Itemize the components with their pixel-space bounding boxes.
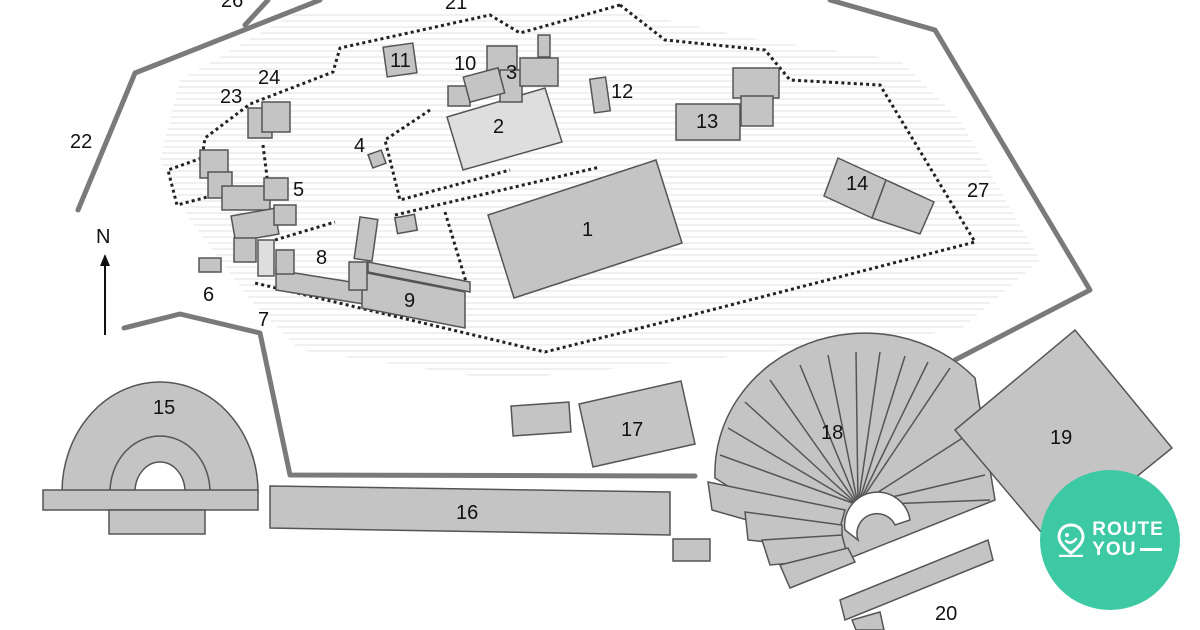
label-7: 7 — [258, 309, 269, 331]
label-21: 21 — [445, 0, 467, 14]
label-13: 13 — [696, 111, 718, 133]
label-16: 16 — [456, 502, 478, 524]
label-11: 11 — [390, 50, 411, 72]
building-15-odeon — [42, 381, 259, 535]
north-label: N — [96, 226, 110, 248]
routeyou-logo[interactable]: ROUTE YOU — [1040, 470, 1180, 610]
building-8 — [275, 249, 295, 275]
building-9 — [348, 213, 471, 329]
label-12: 12 — [611, 81, 633, 103]
label-20: 20 — [935, 603, 957, 625]
north-arrow — [100, 254, 110, 335]
label-27: 27 — [967, 180, 989, 202]
label-4: 4 — [354, 135, 365, 157]
building-1-parthenon — [487, 159, 683, 299]
logo-line-2: YOU — [1092, 539, 1137, 560]
building-4 — [367, 149, 387, 169]
map-pin-smile-icon — [1057, 523, 1085, 557]
building-17-annex — [510, 401, 572, 437]
label-1: 1 — [582, 219, 593, 241]
label-22: 22 — [70, 131, 92, 153]
label-6: 6 — [203, 284, 214, 306]
precinct-boundary — [166, 3, 978, 354]
label-15: 15 — [153, 397, 175, 419]
label-23: 23 — [220, 86, 242, 108]
label-10: 10 — [454, 53, 476, 75]
building-5-propylaea — [199, 101, 297, 277]
building-13 — [675, 67, 780, 141]
site-labels: 1 2 3 4 5 6 7 8 9 10 11 12 13 14 15 16 1… — [70, 0, 1072, 625]
label-17: 17 — [621, 419, 643, 441]
building-3-erechtheion — [447, 34, 559, 107]
building-18-theatre — [707, 332, 996, 589]
label-5: 5 — [293, 179, 304, 201]
label-24: 24 — [258, 67, 280, 89]
building-16-stoa — [269, 485, 671, 536]
logo-line-1: ROUTE — [1092, 519, 1164, 540]
logo-wordmark: ROUTE YOU — [1092, 520, 1164, 560]
label-3: 3 — [506, 62, 517, 84]
label-14: 14 — [846, 173, 868, 195]
building-11 — [382, 42, 418, 78]
label-19: 19 — [1050, 427, 1072, 449]
buildings — [42, 34, 1174, 630]
label-18: 18 — [821, 422, 843, 444]
logo-dash — [1140, 548, 1163, 552]
building-12 — [588, 76, 612, 114]
building-17 — [578, 380, 696, 468]
building-6 — [198, 257, 222, 273]
building-14 — [823, 156, 935, 235]
building-20 — [839, 538, 994, 630]
label-9: 9 — [404, 290, 415, 312]
building-16-annex — [672, 538, 711, 562]
label-8: 8 — [316, 247, 327, 269]
label-2: 2 — [493, 116, 504, 138]
fortification-walls — [75, 0, 1093, 479]
label-26: 26 — [221, 0, 243, 12]
